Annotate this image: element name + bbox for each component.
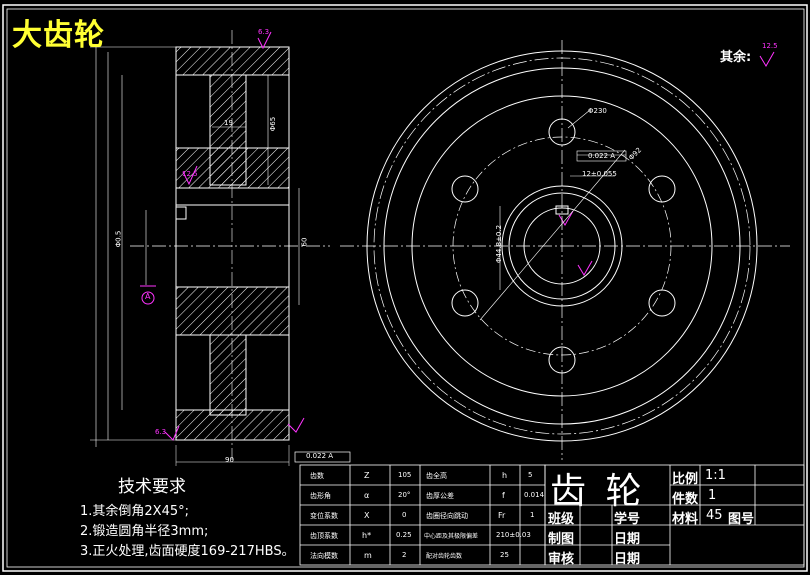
param-cell: 中心距及其极限偏差: [424, 533, 479, 540]
roughness-marks: [140, 31, 775, 441]
count-label: 件数: [672, 492, 699, 507]
border-frame: [2, 4, 808, 572]
keyway-dim: 12±0.055: [582, 170, 617, 178]
param-cell: X: [364, 511, 370, 520]
param-cell: 齿全高: [426, 472, 447, 480]
scale-label: 比例: [672, 472, 699, 487]
count-value: 1: [708, 488, 717, 503]
web-bottom: [209, 334, 247, 416]
class-label: 班级: [548, 512, 575, 527]
param-cell: Fr: [498, 511, 506, 520]
param-cell: 齿厚公差: [426, 492, 454, 500]
param-cell: 0.014: [524, 491, 545, 499]
param-table: [299, 464, 546, 566]
student-no-label: 学号: [614, 512, 641, 527]
param-cell: h*: [362, 531, 372, 540]
bore-dim: Φ44.8±0.2: [495, 224, 504, 264]
param-cell: 齿顶系数: [310, 532, 338, 540]
datum-label: A: [145, 292, 151, 301]
param-cell: 20°: [398, 491, 411, 499]
date-label: 日期: [614, 532, 641, 547]
tol-bottom: 0.022 A: [306, 452, 334, 460]
scale-value: 1:1: [705, 468, 726, 483]
title-block-lines: [544, 464, 805, 566]
param-cell: Z: [364, 471, 370, 480]
param-cell: 齿圈径向跳动: [426, 512, 468, 520]
material-value: 45: [706, 508, 723, 523]
param-cell: 2: [402, 551, 407, 559]
hole-dim: Φ230: [588, 107, 607, 115]
hole-2: [648, 175, 676, 203]
rough-bottom: 6.3: [155, 428, 167, 436]
param-cell: 齿形角: [310, 492, 331, 500]
param-cell: 法向模数: [310, 552, 338, 560]
dim-thick: Φ0.5: [114, 230, 123, 248]
param-cell: f: [502, 491, 505, 500]
hole-3: [648, 289, 676, 317]
hole-5: [451, 289, 479, 317]
dim-90: 90: [225, 456, 234, 464]
front-view: [340, 40, 790, 460]
dim-19: 19: [224, 119, 233, 127]
hub-bottom: [175, 286, 290, 336]
rim-top: [175, 46, 290, 76]
hole-6: [451, 175, 479, 203]
inner-frame: [6, 8, 805, 568]
rough-mid: 12.5: [182, 170, 198, 178]
check-label: 审核: [548, 552, 575, 567]
part-name: 齿 轮: [550, 471, 646, 512]
tech-item-1: 1.其余倒角2X45°;: [80, 504, 190, 519]
material-label: 材料: [672, 512, 699, 527]
dim-65: Φ65: [269, 116, 278, 132]
drawing-title: 大齿轮: [12, 18, 105, 53]
param-cell: 齿数: [310, 472, 324, 480]
param-cell: 105: [398, 471, 412, 479]
param-cell: 1: [530, 511, 535, 519]
rough-top: 6.3: [258, 28, 270, 36]
param-cell: α: [364, 491, 370, 500]
dim-60: 60: [300, 237, 309, 247]
tech-title: 技术要求: [118, 477, 186, 497]
tech-item-3: 3.正火处理,齿面硬度169-217HBS。: [80, 544, 295, 559]
param-cell: 5: [528, 471, 533, 479]
param-cell: 210±0.03: [496, 531, 531, 539]
param-cell: m: [364, 551, 372, 560]
param-cell: 配对齿轮齿数: [426, 553, 463, 560]
drawn-label: 制图: [548, 532, 575, 547]
drawing-no-label: 图号: [728, 512, 755, 527]
param-cell: h: [502, 471, 508, 480]
date-label-2: 日期: [614, 552, 641, 567]
tol-box-bottom: [294, 451, 351, 463]
outline: [175, 46, 290, 441]
tol-flat: 0.022 A: [588, 152, 616, 160]
section-view: [90, 30, 330, 466]
tech-item-2: 2.锻造圆角半径3mm;: [80, 524, 209, 539]
param-cell: 0: [402, 511, 407, 519]
param-cell: 0.25: [396, 531, 412, 539]
rest-rough: 12.5: [762, 42, 778, 50]
rim-bottom: [175, 409, 290, 441]
rest-note: 其余:: [720, 50, 752, 65]
param-cell: 变位系数: [310, 512, 338, 520]
param-cell: 25: [500, 551, 509, 559]
hub-top: [175, 147, 290, 189]
